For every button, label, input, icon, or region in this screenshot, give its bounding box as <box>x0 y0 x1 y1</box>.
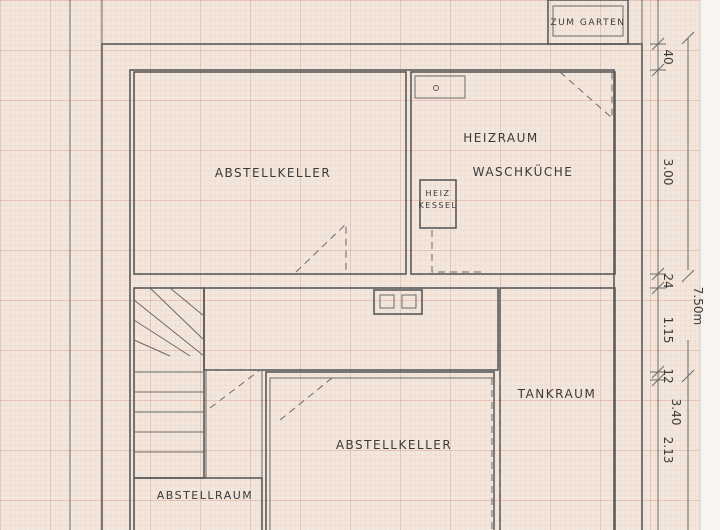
dim-3-00: 3.00 <box>661 159 675 186</box>
dim-1-15: 1.15 <box>661 317 675 344</box>
room-abstellkeller-bottom: ABSTELLKELLER <box>265 371 495 530</box>
label-zum-garten: ZUM GARTEN <box>550 18 625 28</box>
paper-edge <box>700 0 720 530</box>
label-tankraum: TANKRAUM <box>517 387 597 401</box>
room-abstellraum: ABSTELLRAUM <box>133 477 263 530</box>
door-swings-lower <box>205 369 334 478</box>
label-kessel: KESSEL <box>419 201 458 210</box>
room-heizraum: HEIZRAUM WASCHKÜCHE <box>410 71 616 275</box>
room-abstellkeller-top: ABSTELLKELLER <box>133 71 407 275</box>
label-abstellkeller-top: ABSTELLKELLER <box>215 166 331 180</box>
dimension-chain-right: 7.50m 3.40 <box>669 31 705 530</box>
graph-paper <box>0 0 700 530</box>
label-waschkueche: WASCHKÜCHE <box>473 163 574 179</box>
room-tankraum: TANKRAUM <box>491 287 616 530</box>
label-heizraum: HEIZRAUM <box>463 131 539 145</box>
label-heiz: HEIZ <box>426 189 451 198</box>
label-abstellkeller-bottom: ABSTELLKELLER <box>336 438 452 452</box>
outer-walls <box>69 0 643 530</box>
dim-3-40: 3.40 <box>669 399 683 426</box>
dim-24: 24 <box>661 273 675 288</box>
label-abstellraum: ABSTELLRAUM <box>157 489 254 502</box>
door-swings-upper <box>295 71 613 273</box>
dim-2-13: 2.13 <box>661 437 675 464</box>
dim-40: 40 <box>661 49 675 64</box>
dimension-chain-left: 40 3.00 24 1.15 12 2.13 <box>650 0 675 530</box>
zum-garten-door: ZUM GARTEN <box>547 0 629 45</box>
heizkessel: HEIZ KESSEL <box>419 179 458 229</box>
dim-12: 12 <box>661 368 675 383</box>
dim-7-50m: 7.50m <box>691 287 705 325</box>
